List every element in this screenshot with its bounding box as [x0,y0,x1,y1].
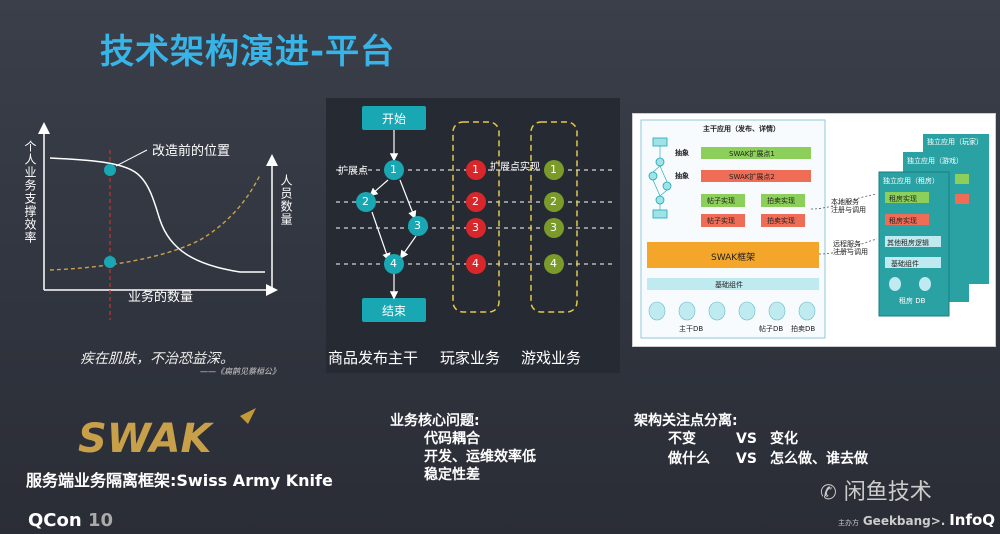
player-node-1-label: 1 [472,163,479,176]
game-node-3-label: 3 [550,221,557,234]
framework-label: SWAK框架 [711,253,756,263]
app-game-label: 独立应用（游戏） [907,157,963,165]
qcon-logo: QCon 10 [28,510,113,531]
ext2-label: SWAK扩展点2 [729,173,775,181]
x-axis-label: 业务的数量 [128,290,194,305]
impl-d-label: 拍卖实现 [767,217,795,225]
focus-row2-left: 做什么 [668,451,710,467]
local-service-label: 本地服务 注册与调用 [831,198,866,214]
core-item-3: 稳定性差 [424,467,480,483]
game-node-2-label: 2 [550,195,557,208]
player-node-2-label: 2 [472,195,479,208]
caption-main: 商品发布主干 [328,349,419,367]
quote-source: ——《扁鹊见蔡桓公》 [200,367,280,376]
efficiency-chart-svg [38,122,278,320]
game-nodes [544,160,564,274]
swak-logo-text: SWAK [78,416,214,462]
game-node-4-label: 4 [550,257,557,270]
db-main-label: 主干DB [679,325,704,333]
efficiency-curve [49,157,265,273]
wechat-icon: ✆ [820,480,837,504]
caption-player: 玩家业务 [440,349,501,367]
player-node-4-label: 4 [472,257,479,270]
player-node-3-label: 3 [472,221,479,234]
y2-axis-label: 人员数量 [279,174,293,226]
wechat-account: ✆ 闲鱼技术 [820,474,932,506]
core-title: 业务核心问题: [390,413,480,429]
ext1-label: SWAK扩展点1 [729,150,775,158]
focus-title: 架构关注点分离: [634,413,738,429]
impl-b-label: 拍卖实现 [767,197,795,205]
rent-impl2-label: 租房实现 [889,217,917,225]
main-node-2-label: 2 [362,195,369,208]
end-box [362,298,426,322]
before-point-bottom [104,256,116,268]
core-item-2: 开发、运维效率低 [424,449,536,465]
swak-subtitle: 服务端业务隔离框架:Swiss Army Knife [26,471,333,490]
architecture-diagram: 主干应用（发布、详情） 抽象 抽象 SWAK扩展点1 SWAK扩展点2 帖子实现… [632,113,996,347]
core-item-1: 代码耦合 [424,431,480,447]
impl-c-label: 帖子实现 [707,217,735,225]
architecture-svg [640,119,989,339]
rent-base-label: 基础组件 [891,260,919,268]
slide-title: 技术架构演进-平台 [100,32,396,72]
rent-impl1-label: 租房实现 [889,195,917,203]
focus-row1-vs: VS [736,431,757,447]
base-label: 基础组件 [715,281,743,289]
game-container [530,121,578,313]
main-node-1-label: 1 [390,163,397,176]
focus-row2-vs: VS [736,451,757,467]
efficiency-chart: 个人业务支撑效率 人员数量 业务的数量 改造前的位置 [10,120,310,380]
end-label: 结束 [381,304,406,318]
player-nodes [466,160,486,274]
quote: 疾在肌肤，不治恐益深。 [80,351,234,367]
focus-row2-right: 怎么做、谁去做 [770,451,868,467]
start-label: 开始 [381,112,406,126]
annotation-leader [115,149,148,167]
infoq-logo: InfoQ [949,511,996,529]
flow-diagram-svg [336,106,616,322]
main-app-label: 主干应用（发布、详情） [703,125,780,133]
focus-row1-left: 不变 [668,431,696,447]
swak-logo: SWAK [60,402,260,467]
rent-db-label: 租房 DB [899,297,926,305]
sponsor-label: 主办方 [838,519,859,527]
qcon-text: QCon [28,510,82,531]
impl-a-label: 帖子实现 [707,197,735,205]
qcon-number: 10 [87,510,114,531]
focus-row1-right: 变化 [770,431,798,447]
before-point-top [104,164,116,176]
main-node-3-label: 3 [414,219,421,232]
remote-service-label: 远程服务 注册与调用 [833,240,868,256]
app-rent-label: 独立应用（租房） [883,177,939,185]
headcount-curve [49,174,261,271]
start-box [362,106,426,130]
flow-diagram: 开始 结束 扩展点 扩展点实现 1 2 3 4 1 2 3 4 1 2 3 4 [326,98,620,373]
player-container [452,121,500,313]
ext-lines [336,169,616,265]
ext-impl-label: 扩展点实现 [490,162,540,173]
caption-game: 游戏业务 [521,349,582,367]
abstract2-label: 抽象 [675,172,689,180]
swak-logo-svg: SWAK [70,408,256,462]
ext-point-label: 扩展点 [338,166,368,177]
main-node-4-label: 4 [390,257,397,270]
annotation-label: 改造前的位置 [152,144,231,159]
game-node-1-label: 1 [550,163,557,176]
y-axis-label: 个人业务支撑效率 [23,140,37,244]
flow-arrows [369,130,417,300]
main-nodes [356,160,428,274]
abstract1-label: 抽象 [675,149,689,157]
app-play-label: 独立应用（玩家） [927,138,983,146]
rent-other-label: 其他租房逻辑 [887,239,929,247]
sponsor-row: 主办方 Geekbang>. InfoQ [838,511,995,529]
geekbang-logo: Geekbang>. [862,514,946,528]
db-auction-label: 拍卖DB [791,325,816,333]
db-post-label: 帖子DB [759,325,784,333]
wechat-name: 闲鱼技术 [843,480,932,505]
